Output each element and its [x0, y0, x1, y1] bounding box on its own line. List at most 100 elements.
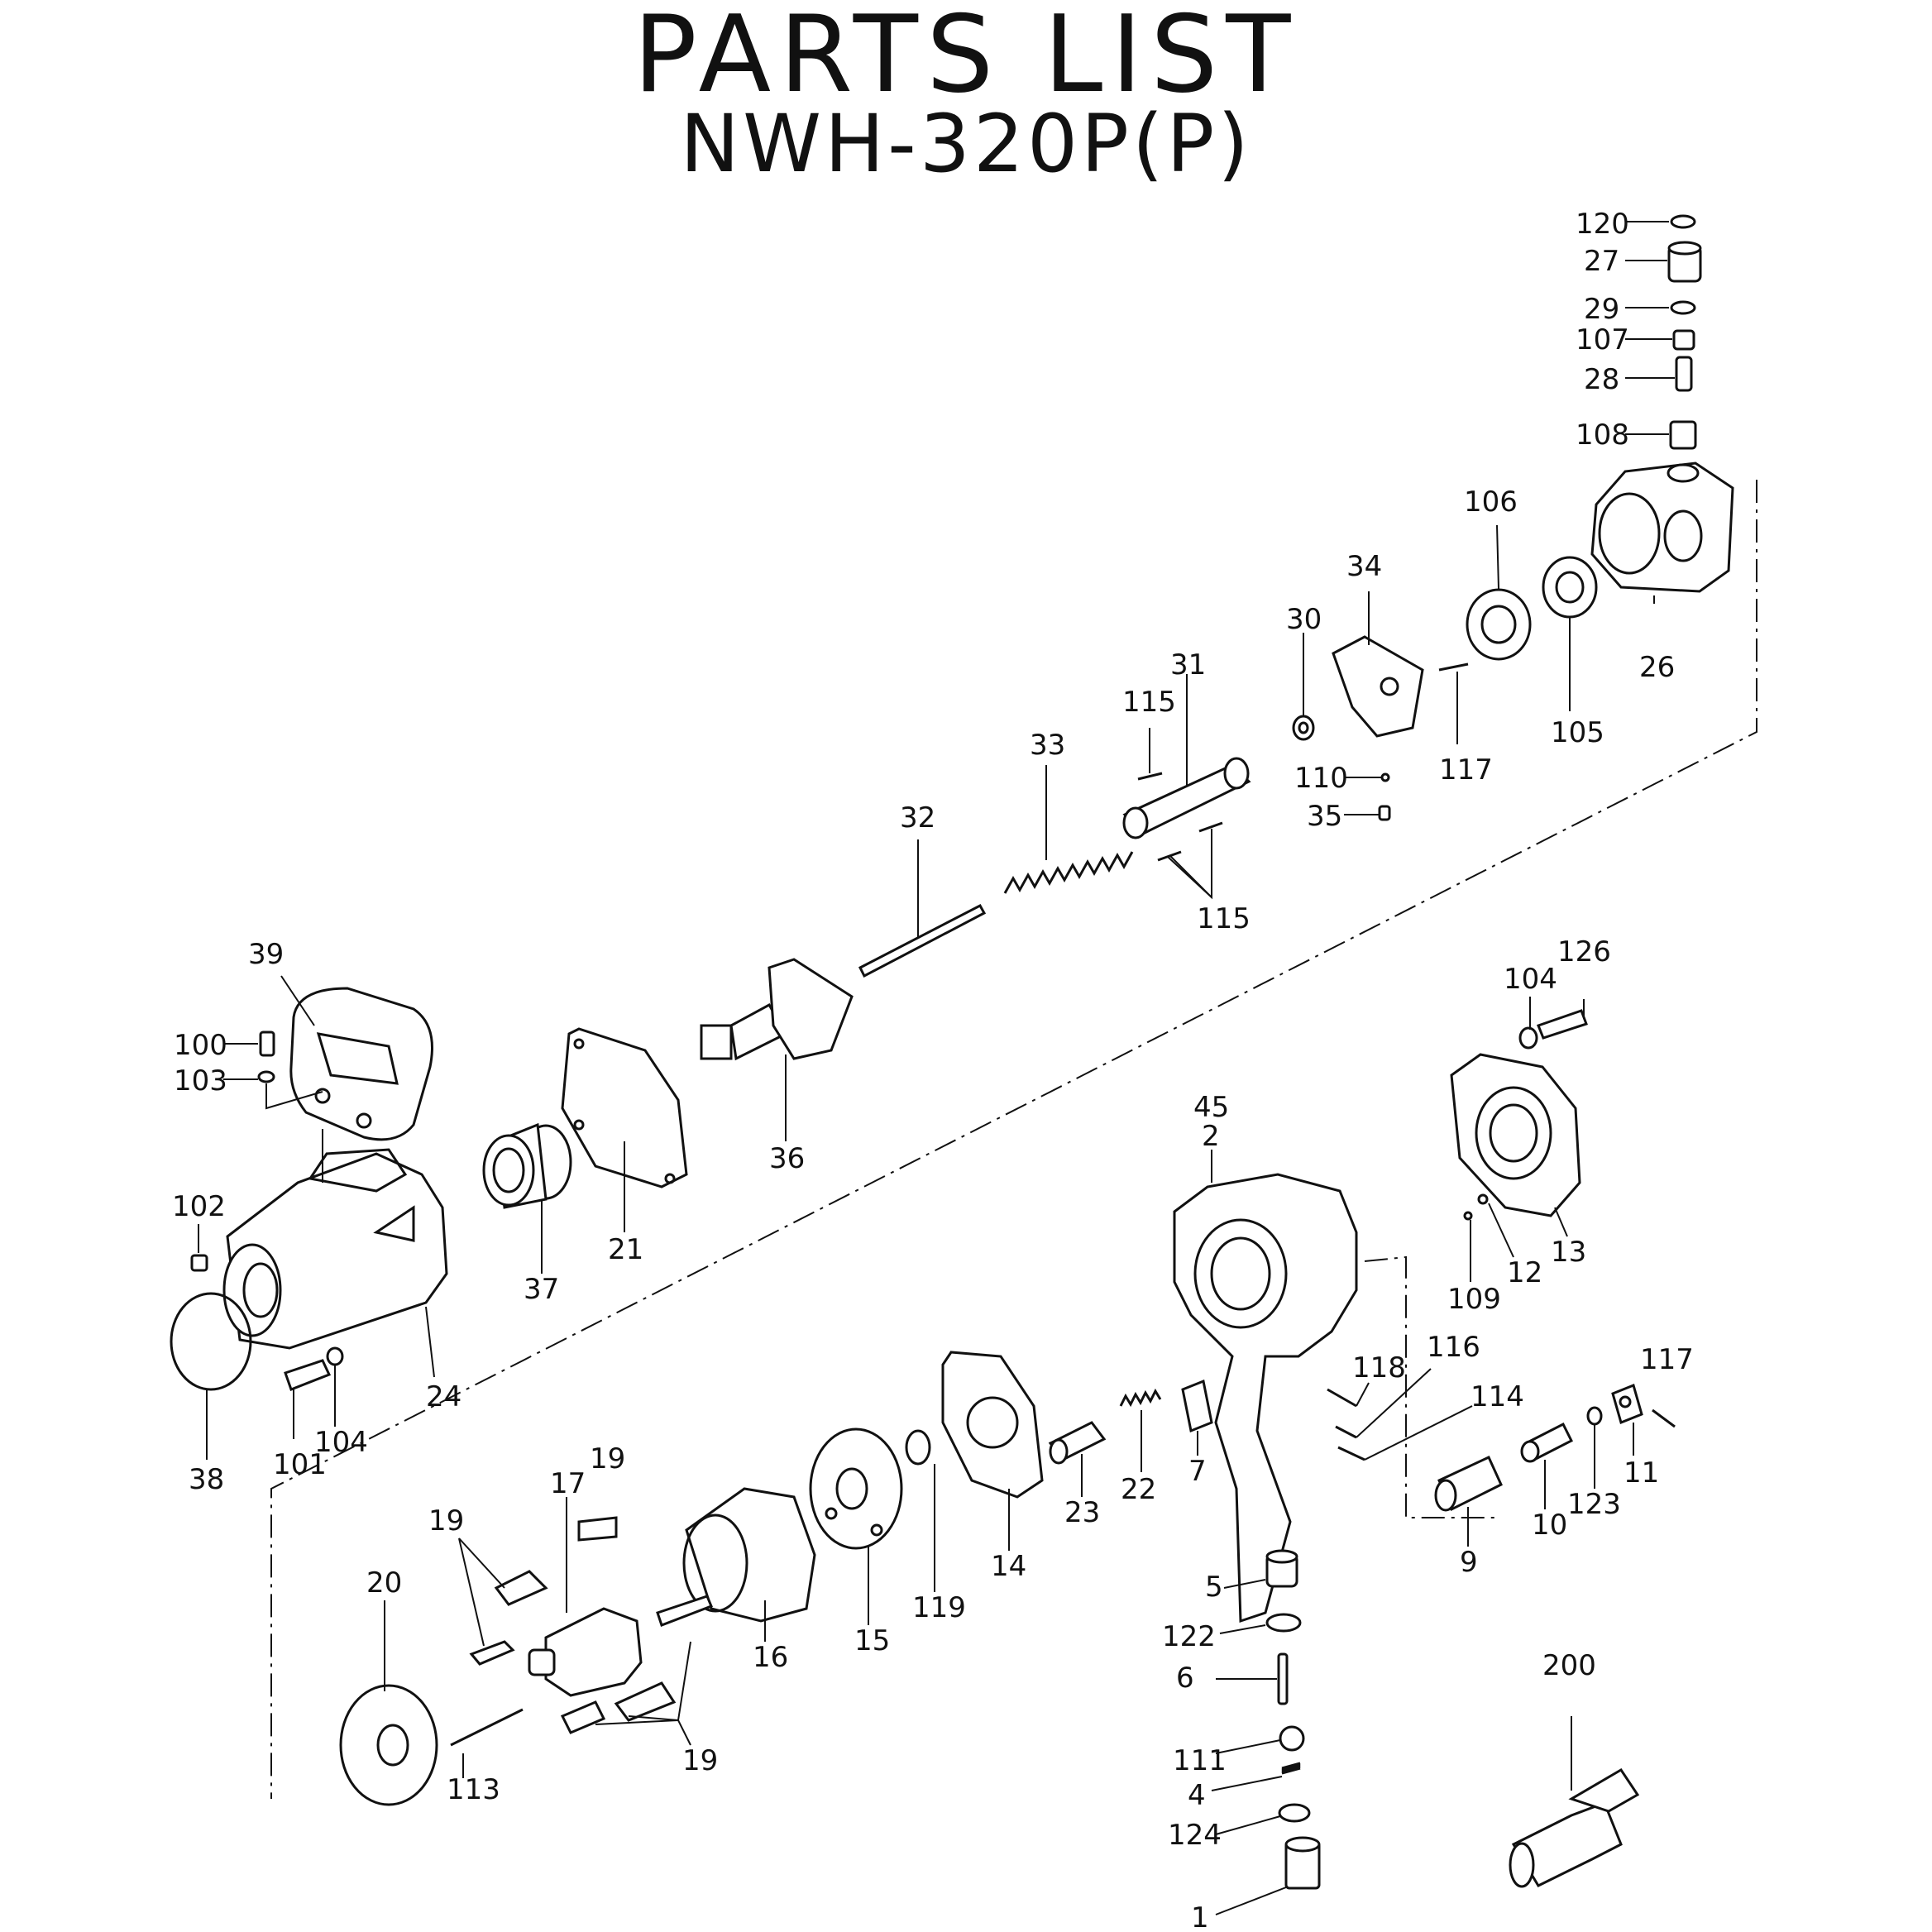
label-106: 106 [1464, 485, 1518, 519]
label-101: 101 [273, 1448, 327, 1481]
label-9: 9 [1460, 1546, 1478, 1579]
label-115-bottom: 115 [1197, 902, 1251, 935]
label-108: 108 [1576, 418, 1629, 452]
model-number: NWH-320P(P) [680, 98, 1252, 190]
label-102: 102 [172, 1190, 226, 1223]
part-115-pins [1137, 772, 1223, 862]
part-32-rod [858, 903, 987, 978]
label-4: 4 [1188, 1779, 1206, 1812]
label-37: 37 [524, 1273, 559, 1306]
part-22-spring [1119, 1388, 1162, 1408]
handle-boundary-line [1364, 1255, 1497, 1518]
label-12: 12 [1507, 1256, 1542, 1289]
label-117-top: 117 [1439, 753, 1493, 787]
label-119: 119 [912, 1591, 966, 1624]
label-31: 31 [1170, 648, 1206, 681]
part-1-air-inlet [1284, 1836, 1321, 1890]
label-115-top: 115 [1122, 686, 1176, 719]
part-20-front-plate [339, 1684, 438, 1806]
label-29: 29 [1584, 293, 1619, 326]
label-118: 118 [1352, 1351, 1406, 1384]
label-103: 103 [174, 1064, 227, 1098]
label-200: 200 [1542, 1649, 1596, 1682]
part-113-pin [450, 1708, 524, 1747]
leader-lines [198, 221, 1675, 1915]
label-100: 100 [174, 1029, 227, 1062]
label-15: 15 [854, 1624, 890, 1657]
part-200-hose-fitting [1509, 1767, 1640, 1888]
part-4-spring [1281, 1762, 1301, 1775]
part-123-o-ring [1586, 1406, 1603, 1426]
label-1: 1 [1191, 1901, 1209, 1932]
part-117-pin-right [1652, 1408, 1676, 1428]
part-124-o-ring [1278, 1803, 1311, 1823]
part-30-washer [1292, 715, 1315, 741]
label-10: 10 [1532, 1509, 1567, 1542]
part-15-rear-plate [809, 1427, 903, 1550]
part-5-valve-seat [1265, 1549, 1298, 1588]
part-35-pin [1378, 805, 1391, 821]
label-32: 32 [900, 801, 935, 834]
part-102-set-screw [190, 1254, 208, 1272]
label-120: 120 [1576, 208, 1629, 241]
label-107: 107 [1576, 323, 1629, 356]
label-26: 26 [1639, 651, 1675, 684]
part-119-snap-ring [905, 1429, 931, 1466]
part-100-bolt [259, 1031, 275, 1057]
label-19-upper-left: 19 [428, 1504, 464, 1537]
label-126: 126 [1557, 935, 1611, 968]
label-27: 27 [1584, 245, 1619, 278]
label-104-right: 104 [1504, 963, 1557, 996]
label-117-right: 117 [1640, 1343, 1694, 1376]
part-109-pin [1463, 1211, 1473, 1221]
label-35: 35 [1307, 800, 1342, 833]
label-45: 45 [1193, 1091, 1229, 1124]
part-number-labels: 120 27 29 107 28 108 106 34 30 26 31 115… [172, 208, 1694, 1932]
label-30: 30 [1286, 603, 1322, 636]
label-13: 13 [1551, 1236, 1586, 1269]
label-124: 124 [1168, 1819, 1222, 1852]
part-6-stem [1277, 1652, 1289, 1705]
label-22: 22 [1121, 1473, 1156, 1506]
label-19-upper-right: 19 [590, 1442, 625, 1475]
label-34: 34 [1346, 550, 1382, 583]
part-28-valve [1675, 356, 1693, 392]
part-13-rear-plate [1450, 1053, 1581, 1217]
label-110: 110 [1294, 762, 1348, 795]
label-28: 28 [1584, 363, 1619, 396]
label-114: 114 [1471, 1380, 1524, 1413]
label-14: 14 [991, 1550, 1026, 1583]
part-36-anvil [700, 958, 854, 1061]
part-17-rotor [528, 1607, 643, 1697]
part-38-o-ring [170, 1292, 252, 1391]
part-7-trigger [1181, 1379, 1213, 1433]
page-title: PARTS LIST [633, 0, 1299, 117]
part-34-hammer [1332, 635, 1424, 738]
part-122-o-ring [1265, 1613, 1302, 1633]
part-26-hammer-case-front [1590, 461, 1734, 604]
label-109: 109 [1447, 1283, 1501, 1316]
part-12-pin [1477, 1193, 1489, 1205]
part-108-bushing [1669, 420, 1697, 450]
part-105-bearing [1542, 556, 1598, 619]
part-103-washer [257, 1070, 275, 1083]
label-33: 33 [1030, 729, 1065, 762]
part-117-pin-top [1438, 662, 1469, 672]
part-27-cap [1667, 241, 1702, 283]
part-24-hammer-case [222, 1148, 448, 1350]
label-6: 6 [1176, 1662, 1194, 1695]
part-9-bushing [1434, 1456, 1503, 1512]
label-122: 122 [1162, 1620, 1216, 1653]
part-14-gasket [941, 1351, 1044, 1499]
part-106-bearing [1466, 588, 1532, 661]
part-16-cylinder [682, 1487, 816, 1623]
part-107-bushing [1672, 329, 1695, 351]
part-104-washer-right [1518, 1026, 1538, 1050]
label-7: 7 [1188, 1455, 1207, 1488]
assembly-boundary-line [270, 480, 1757, 1799]
label-38: 38 [189, 1463, 224, 1496]
label-36: 36 [769, 1142, 805, 1175]
part-31-hammer-pin [1122, 757, 1251, 839]
label-104-left: 104 [314, 1426, 368, 1459]
